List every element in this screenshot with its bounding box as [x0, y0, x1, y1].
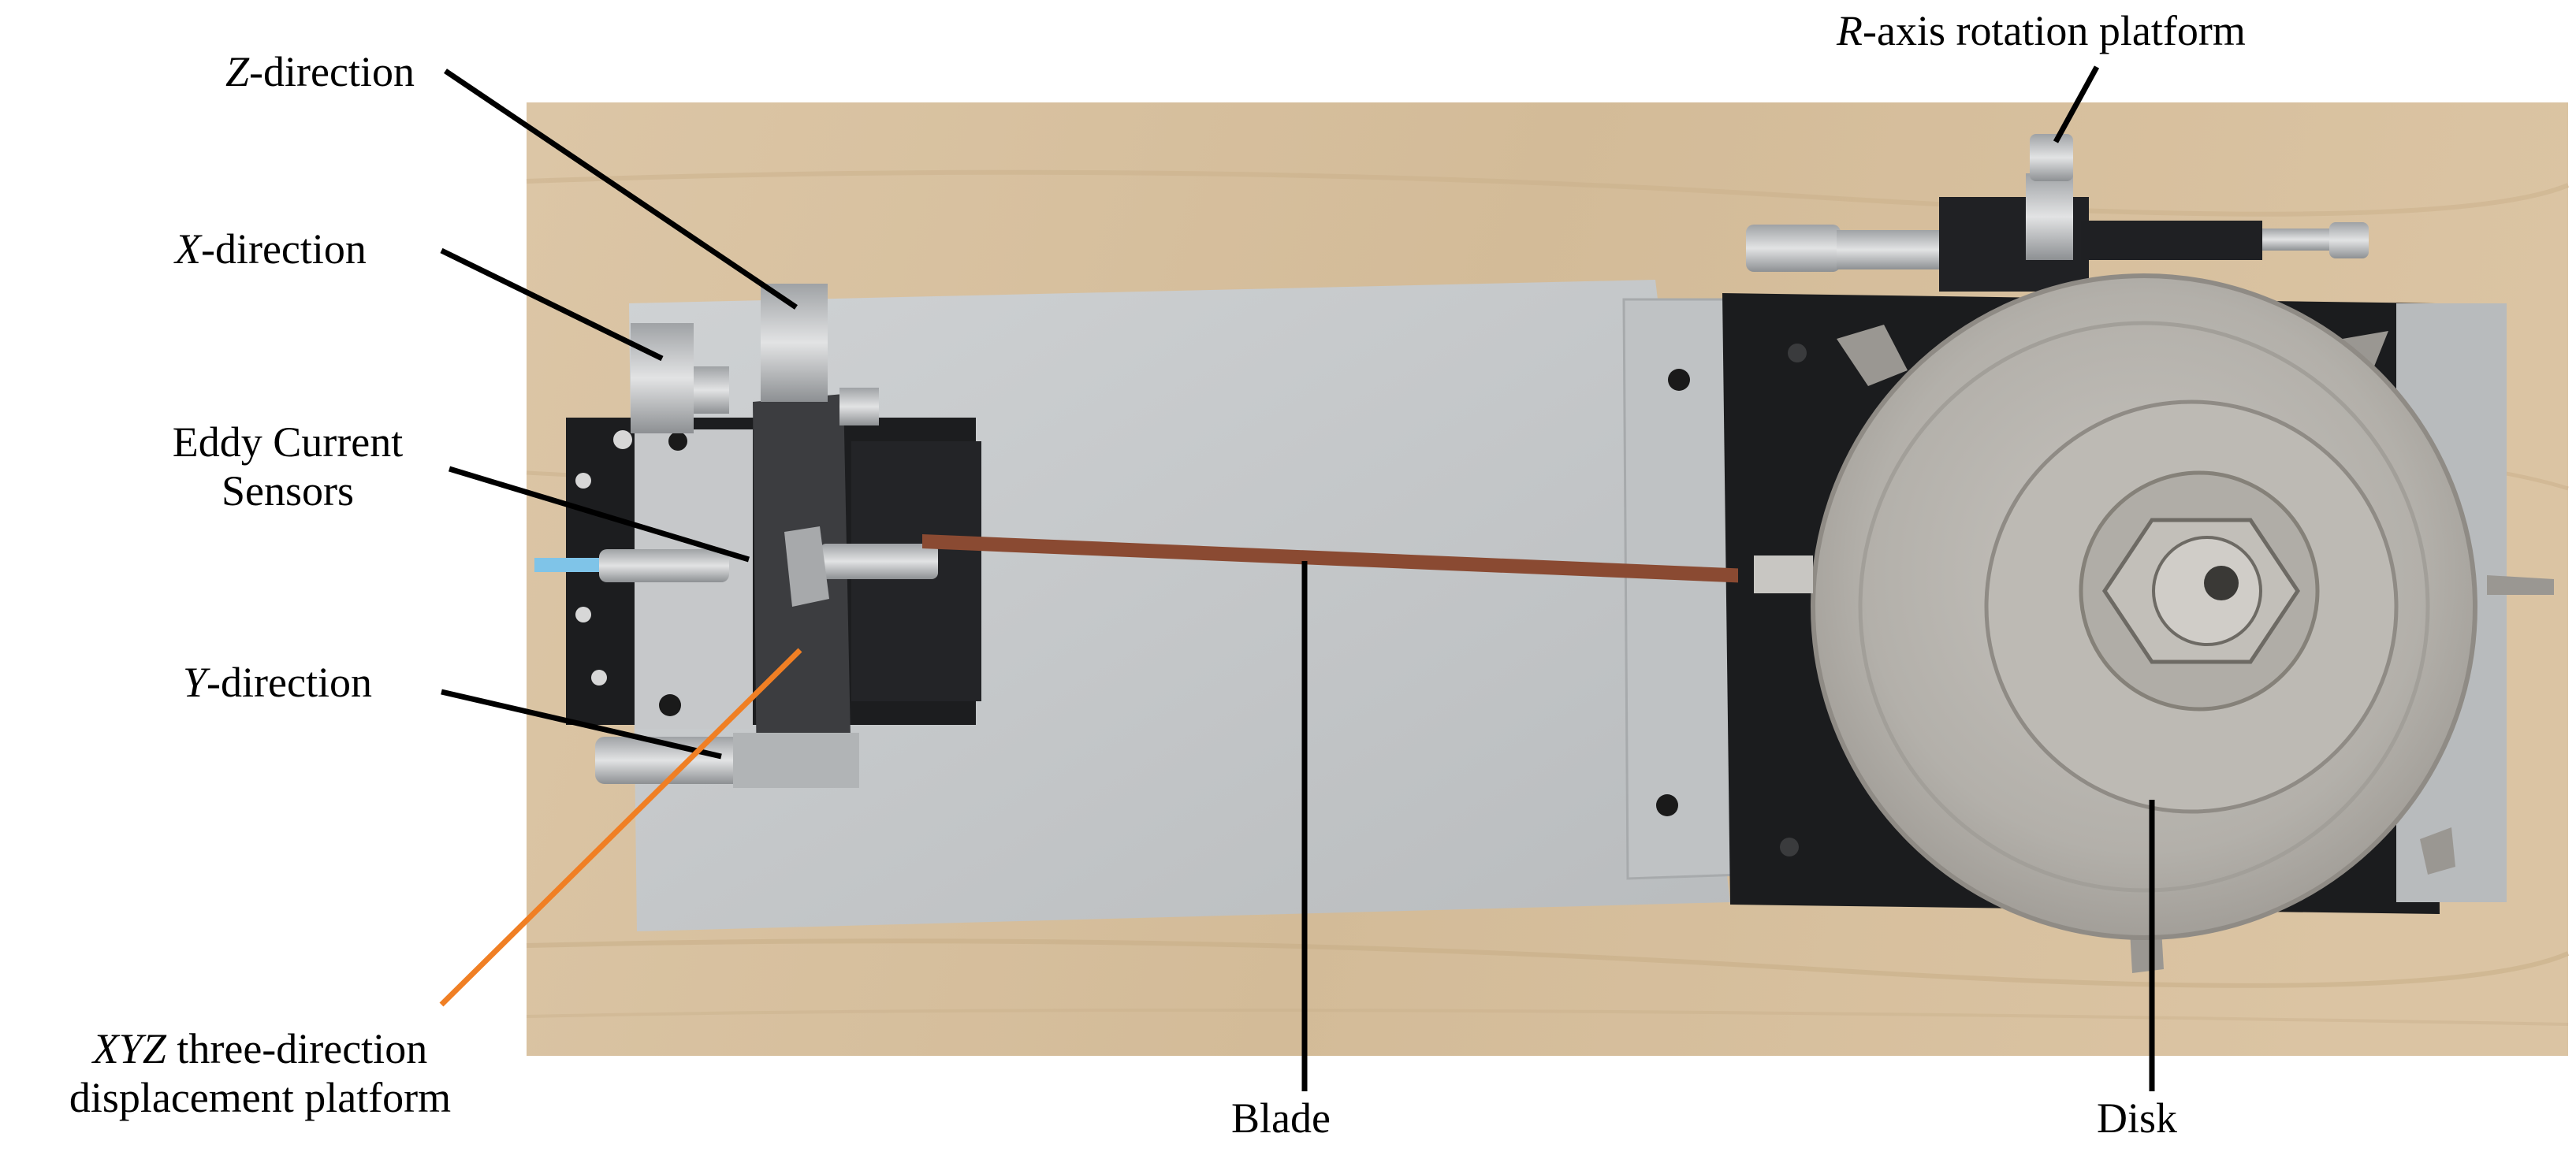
leader-xyz	[439, 648, 802, 1007]
leader-y	[441, 689, 722, 760]
leader-eddy	[448, 466, 750, 563]
disk	[1811, 273, 2554, 973]
blade-strip	[922, 534, 1813, 599]
label-r-axis-rotation-platform: R-axis rotation platform	[1837, 7, 2246, 54]
label-z-direction: Z-direction	[225, 48, 415, 95]
leader-lines	[439, 65, 2155, 1091]
label-eddy-line1: Eddy Current	[172, 418, 404, 466]
label-xyz-line2: displacement platform	[69, 1074, 452, 1121]
label-disk: Disk	[2097, 1094, 2178, 1142]
leader-x	[440, 247, 664, 362]
label-blade: Blade	[1231, 1094, 1331, 1142]
label-xyz-platform: XYZ three-direction displacement platfor…	[0, 1024, 520, 1122]
label-eddy-current-sensors: Eddy Current Sensors	[126, 418, 449, 515]
leader-z	[444, 69, 798, 310]
label-y-direction: Y-direction	[183, 659, 372, 706]
label-x-direction: X-direction	[175, 225, 367, 273]
label-xyz-line1: XYZ three-direction	[92, 1025, 428, 1072]
leader-r-axis	[2053, 65, 2100, 143]
label-eddy-line2: Sensors	[221, 467, 354, 515]
xyz-stage	[534, 284, 981, 788]
